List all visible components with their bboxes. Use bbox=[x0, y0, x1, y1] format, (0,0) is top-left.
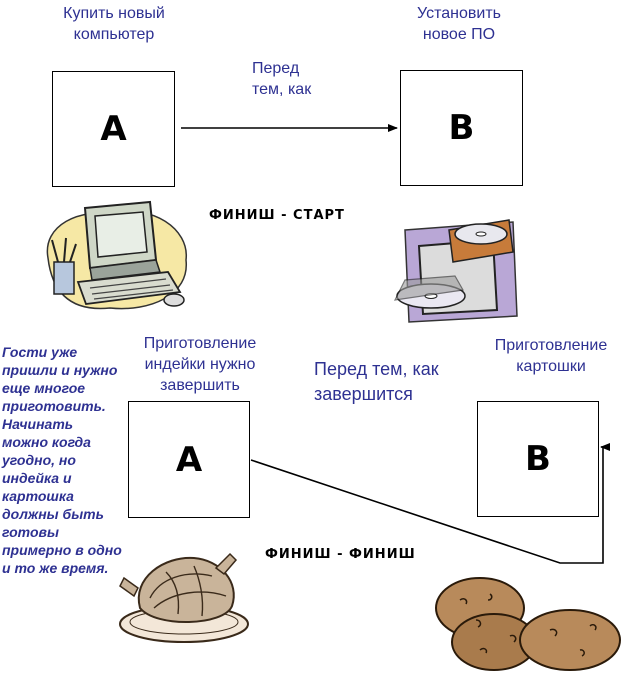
bottom-box-b: B bbox=[477, 401, 599, 517]
top-box-a-label: A bbox=[100, 109, 127, 149]
potatoes-clipart-icon bbox=[435, 577, 621, 671]
bottom-left-caption: Приготовление индейки нужно завершить bbox=[143, 335, 257, 394]
bottom-box-a: A bbox=[128, 401, 250, 518]
top-box-b-label: B bbox=[448, 108, 475, 148]
computer-clipart-icon bbox=[46, 200, 187, 310]
bottom-middle-caption: Перед тем, как завершится bbox=[314, 359, 439, 404]
bottom-box-b-label: B bbox=[525, 439, 551, 479]
top-box-a: A bbox=[52, 71, 175, 187]
top-left-caption: Купить новый компьютер bbox=[63, 5, 165, 43]
top-right-caption: Установить новое ПО bbox=[417, 5, 501, 43]
top-arrow-caption: Перед тем, как bbox=[252, 60, 312, 98]
bottom-box-a-label: A bbox=[175, 439, 203, 480]
top-relation-title: ФИНИШ - СТАРТ bbox=[209, 208, 345, 223]
side-note: Гости уже пришли и нужно еще многое приг… bbox=[2, 344, 122, 576]
bottom-right-caption: Приготовление картошки bbox=[494, 337, 608, 375]
turkey-clipart-icon bbox=[119, 552, 249, 643]
cd-drive-clipart-icon bbox=[393, 219, 518, 323]
top-box-b: B bbox=[400, 70, 523, 186]
bottom-relation-title: ФИНИШ - ФИНИШ bbox=[265, 547, 416, 562]
